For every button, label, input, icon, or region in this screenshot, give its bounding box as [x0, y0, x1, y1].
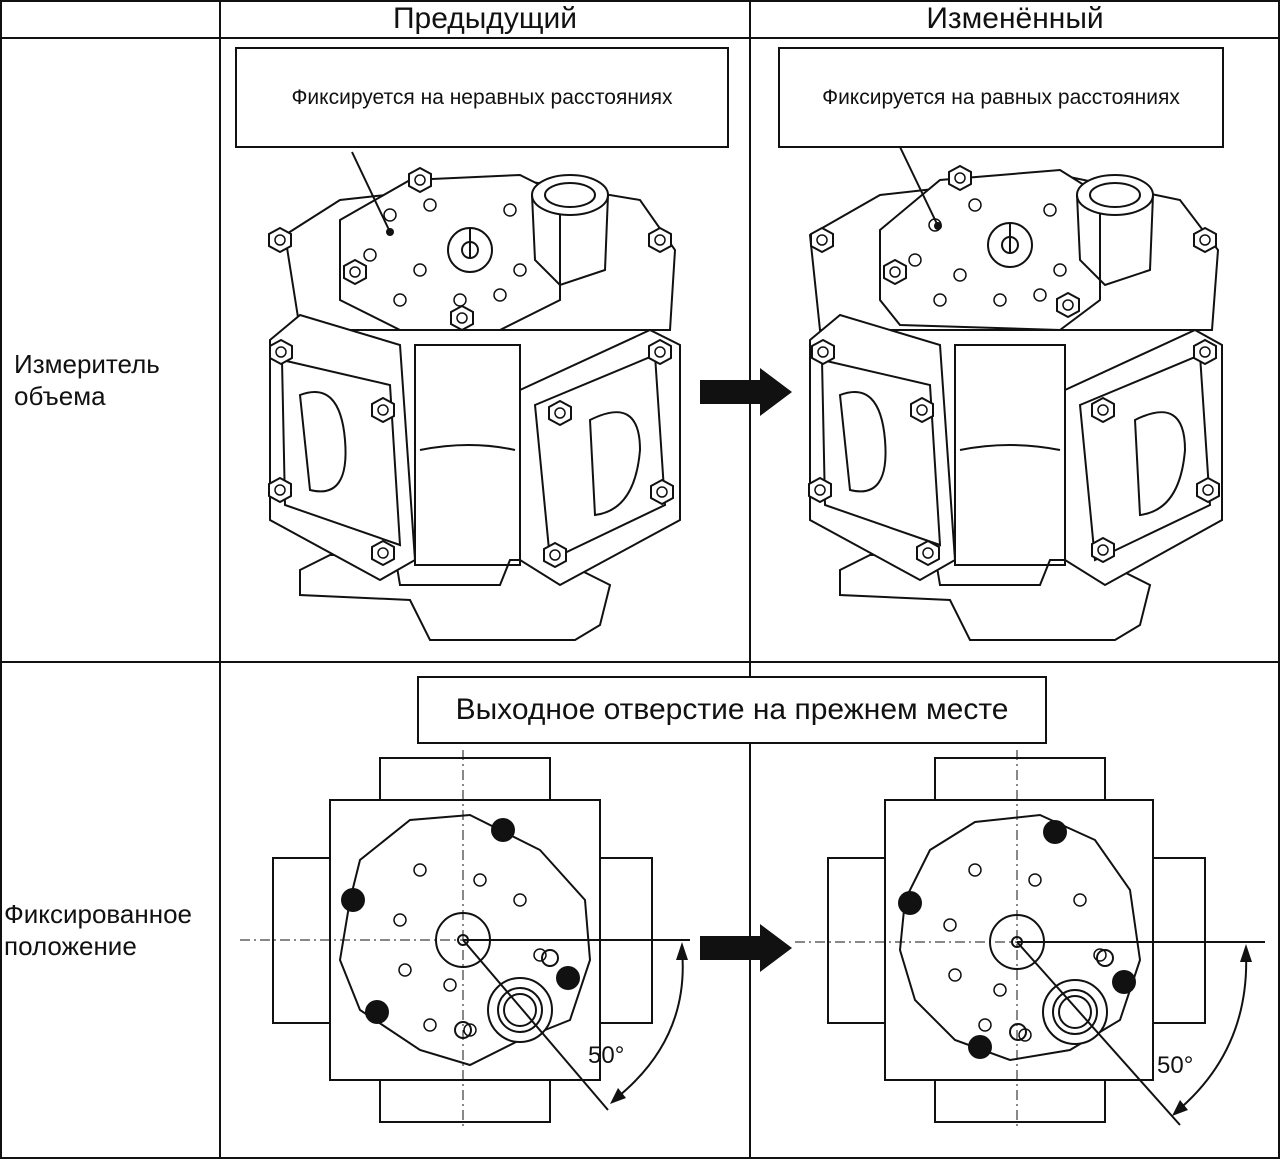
angle-line-previous: [462, 939, 609, 1111]
arrow-bottom: [700, 924, 792, 972]
row-label-fixed-position: Фиксированное положение: [4, 899, 193, 961]
row-label-volume-meter: Измеритель объема: [14, 349, 160, 411]
meter-changed-drawing: [808, 165, 1223, 641]
leader-line-left: [351, 151, 391, 233]
angle-label-changed: 50°: [1157, 1052, 1194, 1079]
callout-equal: Фиксируется на равных расстояниях: [778, 47, 1224, 148]
fixing-bolts-previous: [341, 818, 580, 1024]
angle-label-previous: 50°: [588, 1042, 625, 1069]
header-changed: Изменённый: [926, 2, 1104, 35]
angle-line-changed: [1016, 941, 1181, 1126]
fixing-bolts-changed: [898, 820, 1136, 1059]
callout-outlet: Выходное отверстие на прежнем месте: [417, 676, 1047, 744]
meter-previous-drawing: [268, 167, 681, 641]
topview-changed-drawing: [795, 750, 1265, 1130]
header-previous: Предыдущий: [392, 2, 578, 35]
arrow-top: [700, 368, 792, 416]
leader-line-right: [899, 146, 939, 227]
angle-arc-changed: [1175, 951, 1248, 1113]
callout-unequal: Фиксируется на неравных расстояниях: [235, 47, 729, 148]
angle-arc-previous: [613, 949, 684, 1101]
